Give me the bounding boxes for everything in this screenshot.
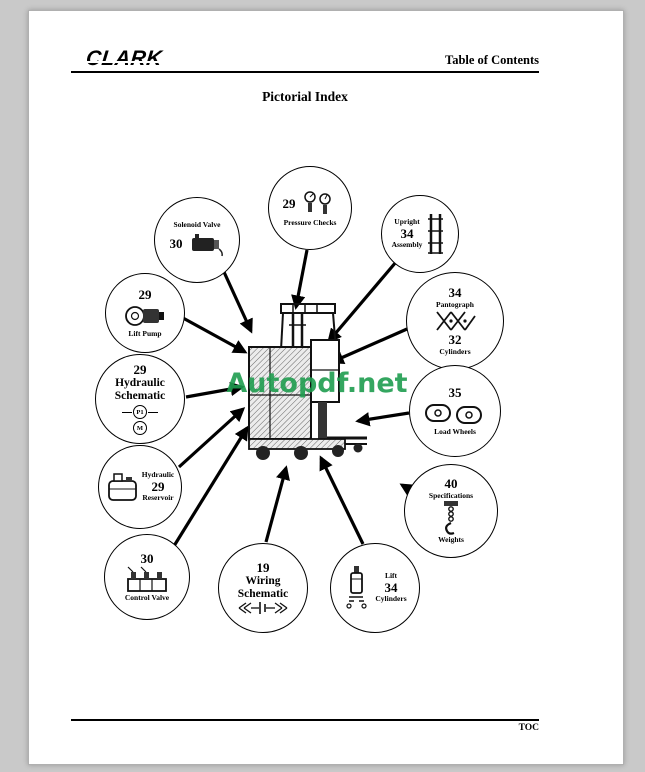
control-valve-number: 30	[140, 550, 154, 566]
wiring-schematic-label-top: Wiring	[245, 575, 281, 588]
specifications-label: Specifications	[428, 490, 474, 500]
lift-cylinders-sketch	[346, 566, 367, 609]
wiring-schematic-number: 19	[256, 559, 270, 575]
callout-lift-pump[interactable]: 29 Lift Pump	[105, 273, 185, 353]
solenoid-valve-number: 30	[169, 235, 183, 251]
header-rule	[71, 71, 539, 73]
reservoir-label-bottom: Reservoir	[142, 493, 174, 503]
pressure-checks-label: Pressure Checks	[283, 217, 337, 227]
upright-assembly-sketch	[428, 214, 444, 254]
upright-label-top: Upright	[394, 217, 420, 227]
lift-pump-label: Lift Pump	[128, 329, 162, 339]
upright-label-bottom: Assembly	[391, 240, 423, 250]
pantograph-number: 34	[448, 285, 462, 301]
cylinders-number: 32	[448, 332, 462, 347]
callout-pantograph-cylinders[interactable]: 34 Pantograph 32 Cylinders	[406, 272, 504, 370]
callout-hydraulic-reservoir[interactable]: Hydraulic 29 Reservoir	[98, 445, 182, 529]
cylinders-label: Cylinders	[439, 346, 471, 356]
pressure-checks-sketch	[303, 191, 331, 214]
lift-pump-sketch	[125, 306, 164, 326]
solenoid-valve-label: Solenoid Valve	[173, 219, 221, 229]
callout-solenoid-valve[interactable]: Solenoid Valve 30	[154, 197, 240, 283]
control-valve-label: Control Valve	[124, 593, 170, 603]
lift-cylinders-label-bottom: Cylinders	[375, 594, 407, 604]
specifications-number: 40	[444, 476, 458, 492]
load-wheels-sketch	[425, 404, 482, 425]
callout-control-valve[interactable]: 30 Control Valve	[104, 534, 190, 620]
header-table-of-contents: Table of Contents	[445, 53, 539, 67]
footer-rule	[71, 719, 539, 721]
callout-lift-cylinders[interactable]: Lift 34 Cylinders	[330, 543, 420, 633]
solenoid-valve-sketch	[191, 234, 223, 257]
reservoir-label-top: Hydraulic	[141, 470, 175, 480]
callout-hydraulic-schematic[interactable]: 29 Hydraulic Schematic P1 M	[95, 354, 185, 444]
reservoir-number: 29	[151, 478, 165, 494]
hydraulic-port-symbol: P1	[122, 405, 158, 420]
pressure-checks-number: 29	[282, 195, 296, 211]
hydraulic-reservoir-sketch	[107, 473, 137, 501]
hydraulic-schematic-label-bottom: Schematic	[114, 390, 166, 403]
pantograph-label: Pantograph	[436, 299, 474, 309]
callout-upright-assembly[interactable]: Upright 34 Assembly	[381, 195, 459, 273]
hydraulic-schematic-number: 29	[133, 361, 147, 377]
callout-specifications-weights[interactable]: 40 Specifications Weights	[404, 464, 498, 558]
hydraulic-motor-symbol: M	[133, 421, 147, 436]
page-title: Pictorial Index	[262, 89, 348, 104]
clark-logo: CLARK	[84, 47, 164, 70]
pantograph-sketch	[436, 311, 476, 331]
hydraulic-schematic-label-top: Hydraulic	[115, 377, 165, 390]
toc-link[interactable]: TOC	[518, 723, 539, 733]
battery-symbol-sketch	[238, 602, 288, 615]
weights-label: Weights	[438, 535, 464, 545]
callout-wiring-schematic[interactable]: 19 Wiring Schematic	[218, 543, 308, 633]
wiring-schematic-label-bottom: Schematic	[237, 588, 289, 601]
lift-pump-number: 29	[138, 286, 152, 302]
callout-pressure-checks[interactable]: 29 Pressure Checks	[268, 166, 352, 250]
upright-number: 34	[400, 225, 414, 241]
weights-hook-sketch	[444, 501, 458, 536]
load-wheels-number: 35	[448, 384, 462, 400]
callout-load-wheels[interactable]: 35 Load Wheels	[409, 365, 501, 457]
control-valve-sketch	[127, 566, 167, 592]
load-wheels-label: Load Wheels	[434, 427, 476, 437]
lift-cylinders-number: 34	[384, 579, 398, 595]
lift-cylinders-label-top: Lift	[384, 571, 398, 581]
